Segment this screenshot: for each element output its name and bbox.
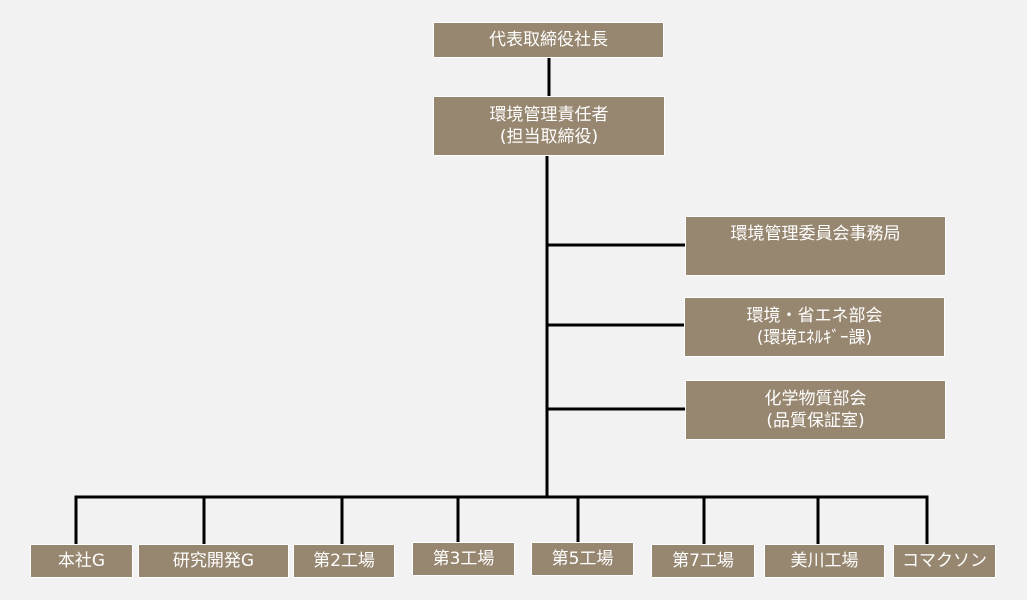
node-unit-5: 第5工場 — [531, 542, 633, 575]
node-staff-energy: 環境・省エネ部会 (環境ｴﾈﾙｷﾞｰ課) — [684, 297, 944, 356]
node-staff-energy-sublabel: (環境ｴﾈﾙｷﾞｰ課) — [756, 328, 873, 348]
node-unit-label: 美川工場 — [790, 551, 859, 571]
node-unit-8: コマクソン — [893, 544, 995, 577]
node-unit-label: コマクソン — [902, 551, 987, 571]
node-unit-2: 研究開発G — [138, 544, 288, 577]
node-unit-label: 研究開発G — [172, 551, 255, 571]
node-env-manager-label: 環境管理責任者 — [489, 105, 609, 125]
node-staff-chemical: 化学物質部会 (品質保証室) — [685, 380, 945, 439]
node-staff-chemical-sublabel: (品質保証室) — [766, 411, 865, 431]
node-unit-6: 第7工場 — [651, 544, 754, 577]
node-unit-label: 第5工場 — [551, 549, 614, 569]
node-ceo: 代表取締役社長 — [433, 22, 663, 57]
node-unit-label: 第3工場 — [432, 549, 495, 569]
node-env-manager-sublabel: (担当取締役) — [499, 127, 599, 147]
node-unit-label: 本社G — [57, 551, 106, 571]
node-staff-chemical-label: 化学物質部会 — [764, 389, 867, 409]
node-env-manager: 環境管理責任者 (担当取締役) — [433, 96, 664, 155]
node-unit-label: 第2工場 — [313, 551, 375, 571]
node-staff-committee: 環境管理委員会事務局 — [685, 216, 945, 275]
node-staff-committee-label: 環境管理委員会事務局 — [730, 224, 901, 244]
node-staff-energy-label: 環境・省エネ部会 — [746, 306, 883, 326]
node-ceo-label: 代表取締役社長 — [489, 30, 608, 50]
node-unit-1: 本社G — [30, 544, 132, 577]
node-unit-4: 第3工場 — [412, 542, 514, 575]
node-unit-label: 第7工場 — [672, 551, 734, 571]
node-unit-3: 第2工場 — [293, 544, 394, 577]
node-unit-7: 美川工場 — [764, 544, 884, 577]
